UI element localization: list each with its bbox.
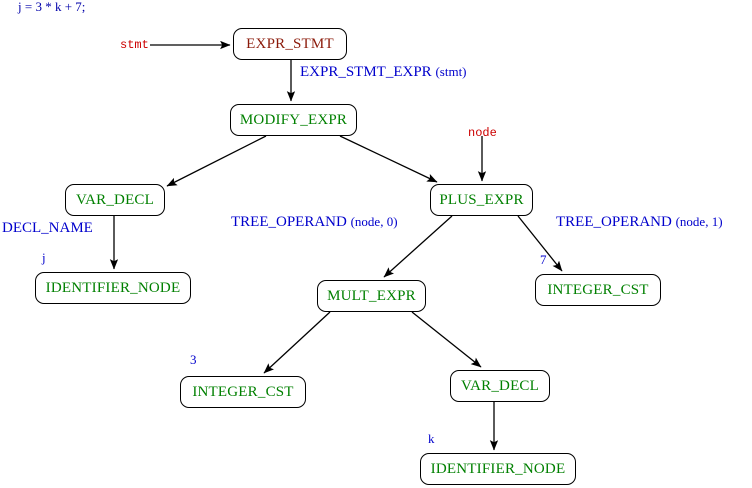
node-plus-expr[interactable]: PLUS_EXPR xyxy=(430,184,533,216)
edge-label-decl-name: DECL_NAME xyxy=(2,220,93,237)
edge-label-name: TREE_OPERAND xyxy=(556,214,672,230)
annotation-node: node xyxy=(468,126,497,140)
source-code-text: j = 3 * k + 7; xyxy=(18,0,86,14)
edge-label-arg: (node, 0) xyxy=(350,214,398,229)
node-integer-cst-7[interactable]: INTEGER_CST xyxy=(535,274,661,306)
edge-label-arg: (stmt) xyxy=(435,64,467,79)
edge-label-tree-operand-1: TREE_OPERAND (node, 1) xyxy=(556,214,723,231)
node-var-decl-j[interactable]: VAR_DECL xyxy=(65,184,165,216)
node-var-decl-k[interactable]: VAR_DECL xyxy=(450,370,550,402)
annotation-stmt: stmt xyxy=(120,38,149,52)
node-integer-cst-3[interactable]: INTEGER_CST xyxy=(180,376,306,408)
edge-label-name: EXPR_STMT_EXPR xyxy=(300,64,432,80)
node-expr-stmt[interactable]: EXPR_STMT xyxy=(233,28,347,60)
node-identifier-node-k[interactable]: IDENTIFIER_NODE xyxy=(420,453,576,485)
edge-label-arg: (node, 1) xyxy=(675,214,723,229)
edge-label-name: TREE_OPERAND xyxy=(231,214,347,230)
edge-mult-expr-to-integer-cst-3 xyxy=(263,311,331,374)
leaf-value-3: 3 xyxy=(190,352,197,367)
edge-mult-expr-to-var-decl-k xyxy=(411,311,482,368)
edge-label-name: DECL_NAME xyxy=(2,220,93,236)
leaf-value-j: j xyxy=(42,250,46,265)
edge-modify-expr-to-var-decl xyxy=(166,135,267,187)
leaf-value-7: 7 xyxy=(540,252,547,267)
node-modify-expr[interactable]: MODIFY_EXPR xyxy=(230,104,357,136)
edge-label-expr-stmt-expr: EXPR_STMT_EXPR (stmt) xyxy=(300,64,467,81)
node-mult-expr[interactable]: MULT_EXPR xyxy=(317,280,426,312)
leaf-value-k: k xyxy=(428,431,435,446)
node-identifier-node-j[interactable]: IDENTIFIER_NODE xyxy=(35,272,191,304)
edge-label-tree-operand-0: TREE_OPERAND (node, 0) xyxy=(231,214,398,231)
edge-modify-expr-to-plus-expr xyxy=(339,135,438,183)
